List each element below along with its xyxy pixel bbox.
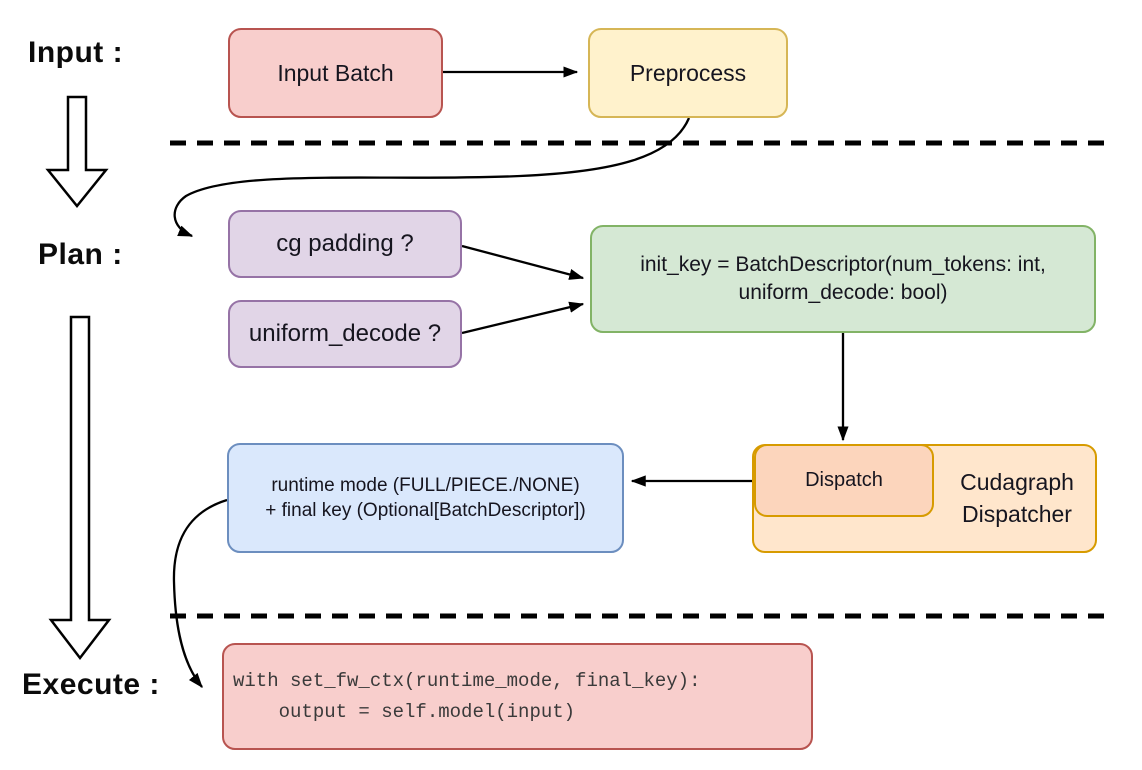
node-init-key-line1: init_key = BatchDescriptor(num_tokens: i… (640, 253, 1046, 277)
arrow-cg-padding-to-init-key (461, 244, 585, 280)
stage-label-input: Input : (28, 36, 124, 69)
arrow-runtime-mode-to-execute-code (172, 498, 228, 688)
node-input-batch: Input Batch (228, 28, 443, 118)
node-runtime-mode: runtime mode (FULL/PIECE./NONE) + final … (227, 443, 624, 553)
node-execute-code: with set_fw_ctx(runtime_mode, final_key)… (222, 643, 813, 750)
cudagraph-label-line2: Dispatcher (962, 500, 1072, 527)
node-cudagraph-dispatcher-label: Cudagraph Dispatcher (938, 444, 1096, 553)
node-runtime-mode-line2: + final key (Optional[BatchDescriptor]) (265, 500, 586, 521)
node-preprocess: Preprocess (588, 28, 788, 118)
arrow-uniform-decode-to-init-key (461, 301, 585, 335)
stage-label-execute: Execute : (22, 668, 160, 701)
stage-arrow-input-to-plan (45, 95, 109, 208)
node-runtime-mode-line1: runtime mode (FULL/PIECE./NONE) (271, 474, 580, 496)
execute-code-line2: output = self.model(input) (233, 700, 576, 723)
node-preprocess-label: Preprocess (629, 59, 747, 86)
node-uniform-decode: uniform_decode ? (228, 300, 462, 368)
node-cg-padding: cg padding ? (228, 210, 462, 278)
cudagraph-label-line1: Cudagraph (960, 469, 1074, 496)
node-cg-padding-label: cg padding ? (276, 230, 414, 258)
node-dispatch: Dispatch (754, 444, 934, 517)
arrow-preprocess-to-cg-padding (173, 117, 691, 238)
node-uniform-decode-label: uniform_decode ? (248, 320, 442, 348)
node-dispatch-label: Dispatch (805, 469, 883, 492)
node-init-key: init_key = BatchDescriptor(num_tokens: i… (590, 225, 1096, 333)
stage-label-plan: Plan : (38, 238, 123, 271)
node-input-batch-label: Input Batch (277, 59, 394, 86)
node-init-key-line2: uniform_decode: bool) (738, 281, 948, 304)
execute-code-line1: with set_fw_ctx(runtime_mode, final_key)… (233, 670, 701, 693)
stage-arrow-plan-to-execute (48, 315, 112, 661)
